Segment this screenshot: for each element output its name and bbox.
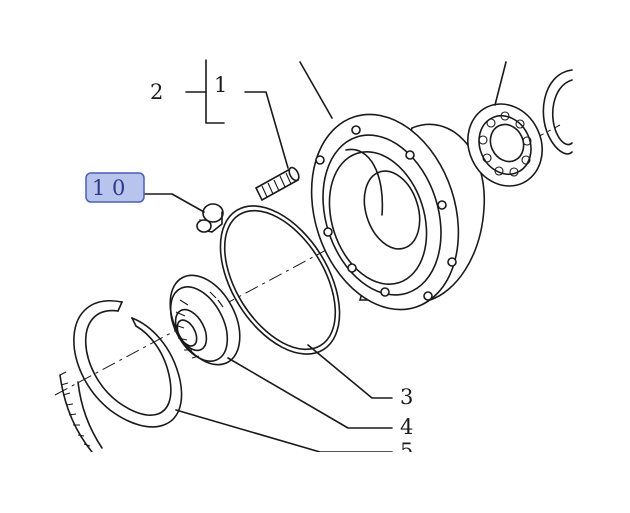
roller-bearing [169, 274, 241, 366]
oil-seal [542, 69, 573, 155]
leader-5 [175, 409, 393, 453]
callout-10[interactable]: 1 0 [92, 176, 125, 200]
callout-4: 4 [400, 415, 413, 439]
leader-4 [227, 357, 393, 429]
bolt-hole [315, 155, 325, 165]
bolt-hole [437, 200, 447, 210]
leader-group-bracket [185, 59, 225, 124]
leader-ball-bearing [494, 61, 507, 106]
bolt-hole [447, 257, 457, 267]
ball-bearing [467, 103, 543, 187]
snap-ring [73, 299, 183, 428]
callout-10-highlight[interactable] [85, 172, 145, 203]
callout-3: 3 [400, 385, 413, 409]
leader-3 [307, 344, 393, 399]
bolt-hole [380, 287, 390, 297]
stud-pin [254, 166, 300, 202]
leader-1 [244, 91, 289, 169]
bottom-crop [0, 452, 630, 513]
plug-fitting [196, 203, 224, 233]
wheel-hub [310, 113, 485, 311]
leader-10 [144, 193, 205, 213]
bolt-hole [423, 291, 433, 301]
bolt-hole [347, 263, 357, 273]
bolt-hole [323, 227, 333, 237]
bolt-hole [351, 125, 361, 135]
callout-2: 2 [150, 80, 163, 104]
callout-1: 1 [214, 73, 227, 97]
bolt-hole [405, 150, 415, 160]
leader-hub [299, 61, 333, 119]
o-ring [219, 205, 341, 355]
ring-gear [59, 371, 103, 453]
